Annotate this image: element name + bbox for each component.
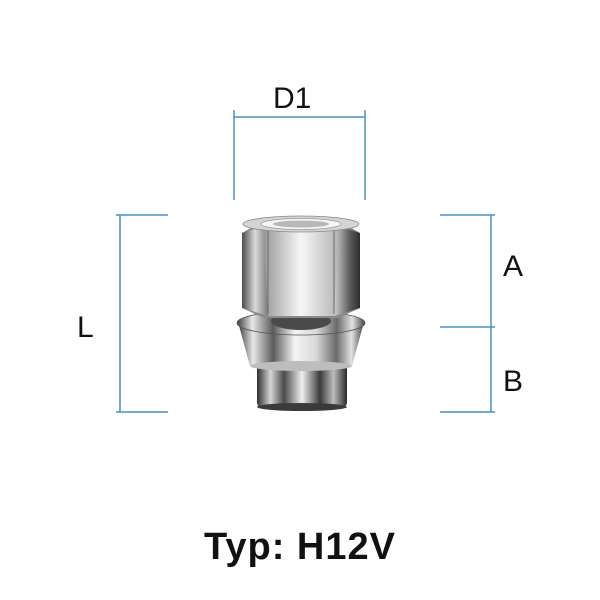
dimension-label-b: B bbox=[503, 365, 524, 398]
dimension-label-d1: D1 bbox=[273, 82, 312, 115]
wheel-nut-icon bbox=[236, 215, 366, 411]
dimension-d1 bbox=[233, 110, 366, 200]
dimension-l bbox=[116, 214, 168, 413]
product-type-caption: Typ: H12V bbox=[203, 526, 396, 568]
dimension-a-b bbox=[440, 214, 495, 413]
dimension-label-a: A bbox=[503, 250, 524, 283]
dimension-label-l: L bbox=[77, 311, 94, 344]
